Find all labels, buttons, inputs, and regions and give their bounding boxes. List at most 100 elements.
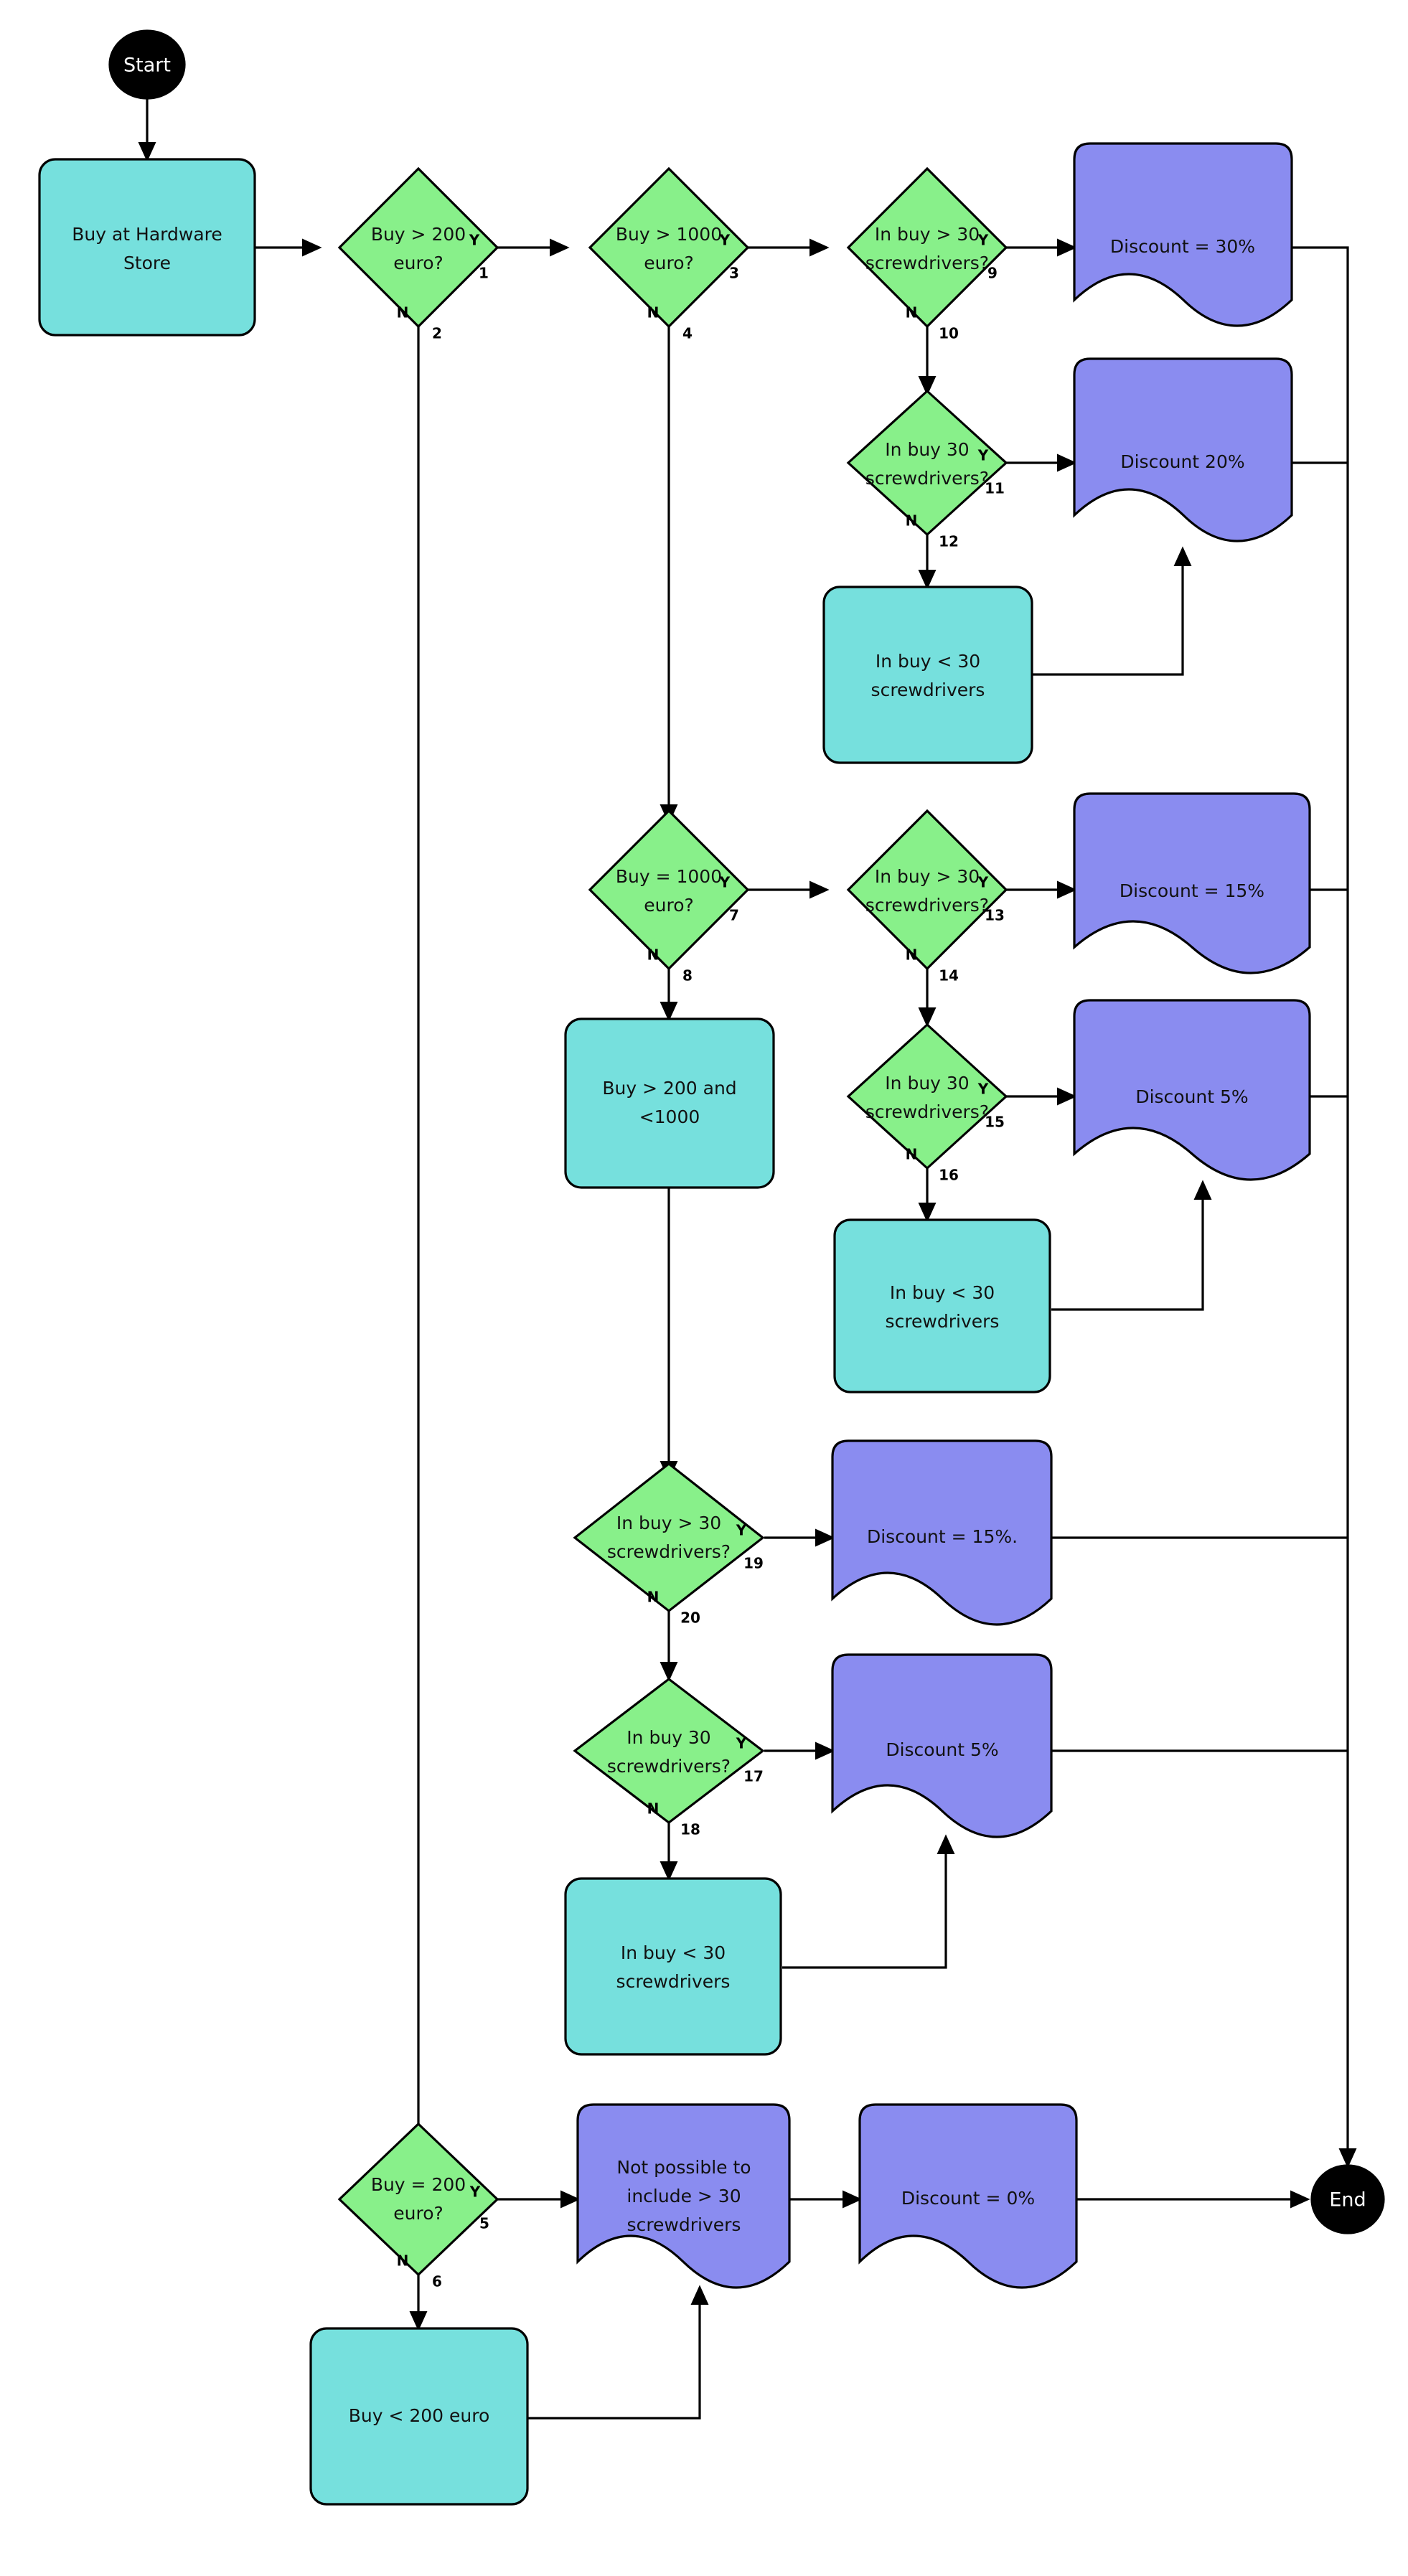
discount-15-b-shape [831, 1439, 1053, 1626]
edge-4-num: 4 [682, 325, 693, 342]
edge-12-yn: N [906, 512, 918, 530]
sd-lt-30-a-line1: In buy < 30 [876, 651, 980, 672]
edge-sdlt30b-to-disc5a [1051, 1180, 1212, 1311]
discount-30-label: Discount = 30% [1110, 236, 1255, 257]
decision-sd-eq-30-b-line2: screwdrivers? [865, 1101, 989, 1122]
start-label: Start [123, 55, 171, 77]
edge-disc30-to-bus [1292, 246, 1349, 2199]
decision-buy-gt-1000-line2: euro? [644, 253, 694, 273]
node-discount-5-b[interactable]: Discount 5% [831, 1653, 1053, 1838]
node-decision-sd-gt-30-a[interactable]: In buy > 30 screwdrivers? Y 9 N 10 [846, 166, 1008, 342]
discount-0-shape [858, 2103, 1078, 2289]
edge-16-num: 16 [939, 1167, 959, 1184]
edge-sdlt30a-to-disc20 [1031, 546, 1192, 676]
edge-4-yn: N [647, 304, 660, 321]
node-discount-15-b[interactable]: Discount = 15%. [831, 1439, 1053, 1626]
edge-12-num: 12 [939, 533, 959, 550]
discount-5-a-label: Discount 5% [1135, 1086, 1248, 1107]
edge-7-yn: Y [719, 874, 731, 891]
node-decision-sd-gt-30-c[interactable]: In buy > 30 screwdrivers? Y 19 N 20 [573, 1462, 765, 1627]
edge-8-num: 8 [682, 967, 693, 984]
edge-layer [138, 88, 1357, 2420]
edge-19-yn: Y [736, 1522, 747, 1539]
edge-15-num: 15 [985, 1114, 1005, 1131]
edge-11-num: 11 [985, 480, 1005, 497]
node-end[interactable]: End [1310, 2164, 1385, 2234]
decision-buy-gt-200-line1: Buy > 200 [371, 224, 466, 245]
buy-store-label-line2: Store [123, 253, 171, 273]
node-decision-sd-gt-30-b[interactable]: In buy > 30 screwdrivers? Y 13 N 14 [846, 809, 1008, 984]
edge-6-yn: N [397, 2252, 409, 2270]
node-decision-buy-gt-200[interactable]: Buy > 200 euro? Y 1 N 2 [337, 166, 499, 342]
decision-sd-eq-30-b-line1: In buy 30 [885, 1073, 969, 1094]
buy-lt-200-label: Buy < 200 euro [349, 2405, 490, 2426]
node-decision-buy-eq-200[interactable]: Buy = 200 euro? Y 5 N 6 [337, 2122, 499, 2290]
node-decision-sd-eq-30-a[interactable]: In buy 30 screwdrivers? Y 11 N 12 [846, 389, 1008, 550]
decision-sd-gt-30-b-shape [846, 809, 1008, 971]
node-discount-15-a[interactable]: Discount = 15% [1073, 792, 1311, 974]
sd-lt-30-b-line2: screwdrivers [886, 1311, 1000, 1332]
edge-2-num: 2 [432, 325, 442, 342]
not-possible-line1: Not possible to [616, 2157, 751, 2178]
sd-lt-30-b-line1: In buy < 30 [890, 1282, 995, 1303]
end-terminator-shape [1310, 2164, 1385, 2234]
node-buy-at-hardware-store[interactable]: Buy at Hardware Store [38, 158, 256, 337]
node-sd-lt-30-a[interactable]: In buy < 30 screwdrivers [822, 586, 1033, 764]
decision-sd-gt-30-b-line2: screwdrivers? [865, 895, 989, 916]
edge-5-num: 5 [479, 2215, 489, 2232]
start-terminator-shape [108, 29, 186, 100]
edge-9-yn: Y [977, 232, 989, 249]
node-not-possible[interactable]: Not possible to include > 30 screwdriver… [576, 2103, 791, 2289]
edge-buylt200-to-notpossible [527, 2285, 709, 2420]
node-discount-30[interactable]: Discount = 30% [1073, 142, 1293, 327]
decision-sd-gt-30-a-line1: In buy > 30 [875, 224, 980, 245]
end-label: End [1329, 2189, 1366, 2211]
decision-buy-eq-1000-shape [588, 809, 750, 971]
not-possible-shape [576, 2103, 791, 2289]
decision-buy-gt-1000-shape [588, 166, 750, 329]
node-sd-lt-30-c[interactable]: In buy < 30 screwdrivers [564, 1877, 782, 2056]
decision-sd-eq-30-c-shape [573, 1677, 765, 1825]
edge-9-num: 9 [987, 265, 998, 282]
edge-19-num: 19 [743, 1555, 764, 1572]
buy-200-1000-line1: Buy > 200 and [602, 1078, 736, 1099]
node-buy-200-1000[interactable]: Buy > 200 and <1000 [564, 1017, 775, 1189]
node-decision-sd-eq-30-c[interactable]: In buy 30 screwdrivers? Y 17 N 18 [573, 1677, 765, 1838]
edge-13-yn: Y [977, 874, 989, 891]
edge-18-yn: N [647, 1800, 660, 1818]
node-decision-buy-gt-1000[interactable]: Buy > 1000 euro? Y 3 N 4 [588, 166, 750, 342]
edge-7-num: 7 [729, 907, 739, 924]
decision-sd-gt-30-c-line2: screwdrivers? [607, 1541, 731, 1562]
discount-15-a-label: Discount = 15% [1120, 880, 1264, 901]
discount-5-a-shape [1073, 999, 1311, 1181]
node-discount-5-a[interactable]: Discount 5% [1073, 999, 1311, 1181]
node-decision-sd-eq-30-b[interactable]: In buy 30 screwdrivers? Y 15 N 16 [846, 1023, 1008, 1184]
edge-20-num: 20 [680, 1609, 700, 1627]
edge-18-num: 18 [680, 1821, 700, 1838]
sd-lt-30-c-shape [564, 1877, 782, 2056]
edge-16-yn: N [906, 1146, 918, 1163]
edge-3-num: 3 [729, 265, 739, 282]
node-sd-lt-30-b[interactable]: In buy < 30 screwdrivers [833, 1218, 1051, 1393]
node-start[interactable]: Start [108, 29, 186, 100]
decision-sd-eq-30-c-line1: In buy 30 [626, 1727, 710, 1748]
decision-buy-eq-200-shape [337, 2122, 499, 2277]
buy-200-1000-line2: <1000 [639, 1106, 700, 1127]
discount-0-label: Discount = 0% [901, 2188, 1035, 2209]
discount-30-shape [1073, 142, 1293, 327]
decision-sd-gt-30-a-shape [846, 166, 1008, 329]
buy-store-shape [38, 158, 256, 337]
edge-5-yn: Y [469, 2184, 481, 2201]
discount-20-label: Discount 20% [1120, 451, 1244, 472]
node-buy-lt-200[interactable]: Buy < 200 euro [309, 2327, 529, 2506]
node-discount-0[interactable]: Discount = 0% [858, 2103, 1078, 2289]
discount-20-shape [1073, 357, 1293, 542]
node-discount-20[interactable]: Discount 20% [1073, 357, 1293, 542]
discount-5-b-label: Discount 5% [886, 1739, 998, 1760]
not-possible-line2: include > 30 [626, 2186, 741, 2206]
node-decision-buy-eq-1000[interactable]: Buy = 1000 euro? Y 7 N 8 [588, 809, 750, 984]
edge-sdlt30c-to-disc5b [782, 1834, 955, 1969]
decision-sd-eq-30-a-shape [846, 389, 1008, 537]
edge-11-yn: Y [977, 447, 989, 464]
